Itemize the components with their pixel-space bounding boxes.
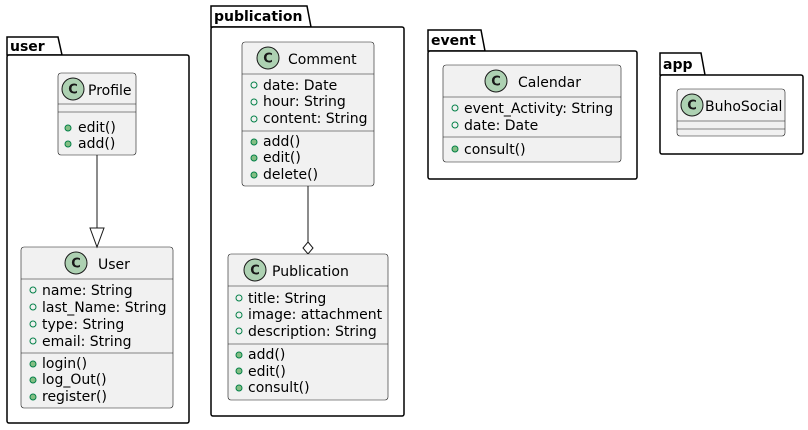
public-visibility-icon — [64, 124, 72, 132]
attribute: description: String — [248, 324, 377, 340]
class-stereotype-icon — [256, 46, 280, 70]
public-visibility-icon — [250, 171, 258, 179]
method: add() — [78, 136, 115, 152]
class-calendar: C Calendar event_Activity: String date: … — [442, 64, 622, 163]
method: delete() — [263, 167, 318, 183]
class-user: C User name: String last_Name: String ty… — [20, 246, 174, 409]
attribute: date: Date — [263, 78, 337, 94]
public-visibility-icon — [451, 104, 459, 112]
public-visibility-icon — [451, 145, 459, 153]
class-stereotype-icon — [61, 77, 85, 101]
public-visibility-icon — [29, 303, 37, 311]
class-stereotype-icon — [64, 251, 88, 275]
public-visibility-icon — [250, 115, 258, 123]
attribute: last_Name: String — [42, 300, 167, 316]
attribute: type: String — [42, 317, 124, 333]
class-buhosocial: C BuhoSocial — [676, 88, 786, 137]
public-visibility-icon — [235, 351, 243, 359]
public-visibility-icon — [235, 311, 243, 319]
method: register() — [42, 389, 107, 405]
class-publication: C Publication title: String image: attac… — [227, 253, 389, 401]
package-label: event — [431, 33, 476, 49]
public-visibility-icon — [250, 98, 258, 106]
method: login() — [42, 356, 87, 372]
public-visibility-icon — [235, 294, 243, 302]
svg-text:C: C — [68, 83, 78, 98]
package-label: user — [10, 39, 45, 55]
svg-text:C: C — [263, 52, 273, 67]
method: edit() — [78, 120, 116, 136]
method: log_Out() — [42, 372, 107, 388]
public-visibility-icon — [235, 367, 243, 375]
method: consult() — [464, 142, 526, 158]
attribute: hour: String — [263, 94, 346, 110]
method: add() — [248, 347, 285, 363]
public-visibility-icon — [451, 121, 459, 129]
public-visibility-icon — [29, 320, 37, 328]
class-stereotype-icon — [484, 69, 508, 93]
public-visibility-icon — [29, 376, 37, 384]
public-visibility-icon — [29, 286, 37, 294]
class-name: Publication — [272, 264, 349, 280]
method: add() — [263, 134, 300, 150]
package-label: publication — [214, 9, 302, 25]
class-name: Comment — [288, 52, 357, 68]
svg-text:C: C — [491, 75, 501, 90]
class-stereotype-icon — [680, 93, 704, 117]
attribute: image: attachment — [248, 307, 383, 323]
class-name: User — [98, 257, 130, 273]
attribute: content: String — [263, 111, 368, 127]
public-visibility-icon — [29, 360, 37, 368]
class-name: BuhoSocial — [705, 99, 782, 115]
inheritance-arrowhead — [89, 227, 105, 249]
attribute: title: String — [248, 291, 326, 307]
package-label: app — [663, 57, 693, 73]
attribute: event_Activity: String — [464, 101, 613, 117]
svg-text:C: C — [687, 99, 697, 114]
public-visibility-icon — [29, 337, 37, 345]
class-stereotype-icon — [243, 258, 267, 282]
public-visibility-icon — [64, 140, 72, 148]
method: edit() — [248, 364, 286, 380]
public-visibility-icon — [29, 393, 37, 401]
attribute: email: String — [42, 334, 132, 350]
public-visibility-icon — [250, 81, 258, 89]
public-visibility-icon — [235, 384, 243, 392]
method: consult() — [248, 380, 310, 396]
class-name: Profile — [88, 83, 132, 99]
public-visibility-icon — [235, 327, 243, 335]
public-visibility-icon — [250, 154, 258, 162]
svg-text:C: C — [71, 257, 81, 272]
public-visibility-icon — [250, 138, 258, 146]
attribute: date: Date — [464, 118, 538, 134]
class-name: Calendar — [518, 75, 581, 91]
method: edit() — [263, 150, 301, 166]
class-comment: C Comment date: Date hour: String conten… — [241, 41, 375, 187]
class-profile: C Profile edit() add() — [57, 72, 137, 156]
svg-text:C: C — [250, 264, 260, 279]
generalization-edge — [89, 155, 105, 249]
attribute: name: String — [42, 283, 133, 299]
